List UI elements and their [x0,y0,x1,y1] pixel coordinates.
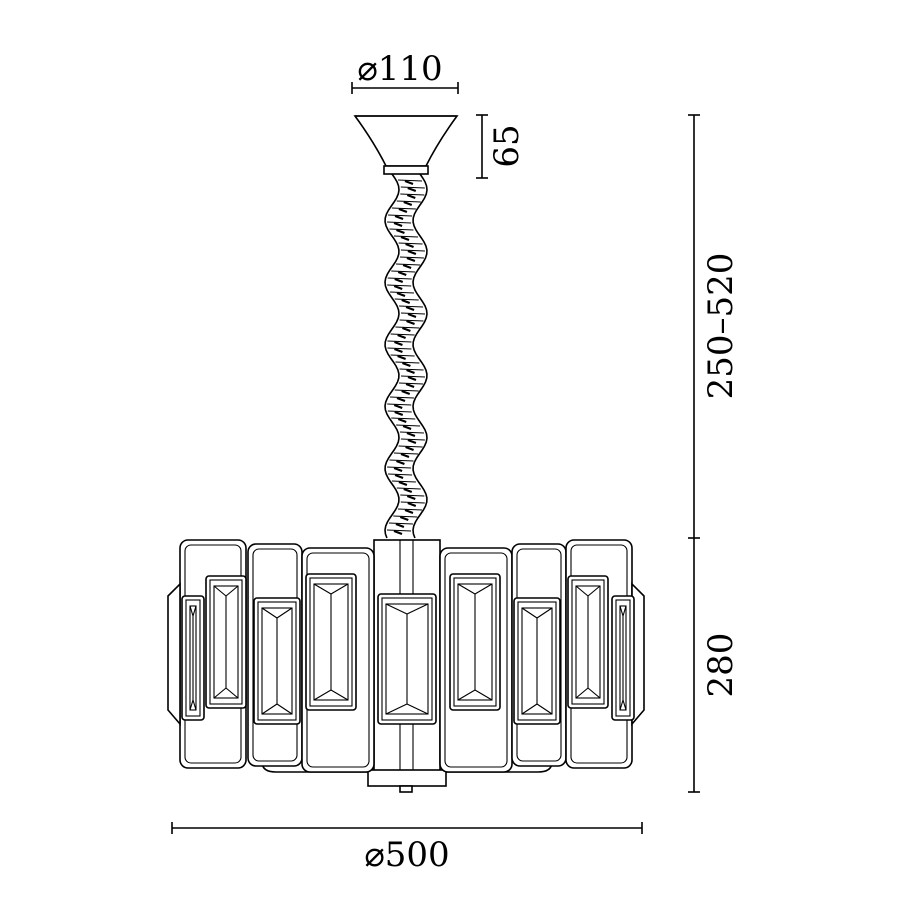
canopy-diameter-label: ⌀110 [357,49,442,89]
canopy-diameter-dimension: ⌀110 [351,49,459,94]
suspension-rod [384,173,428,539]
canopy-height-label: 65 [487,124,527,167]
body-diameter-dimension: ⌀500 [171,822,643,875]
body-height-label: 280 [701,633,741,698]
suspension-length-label: 250–520 [701,253,741,400]
crystal-panels [181,573,635,725]
body-diameter-label: ⌀500 [364,835,449,875]
suspension-length-dimension: 250–520 [688,114,741,539]
chandelier-body [167,539,645,793]
body-height-dimension: 280 [688,538,741,793]
canopy-height-dimension: 65 [476,114,527,179]
bottom-hub [367,769,447,787]
ceiling-canopy [353,115,459,175]
